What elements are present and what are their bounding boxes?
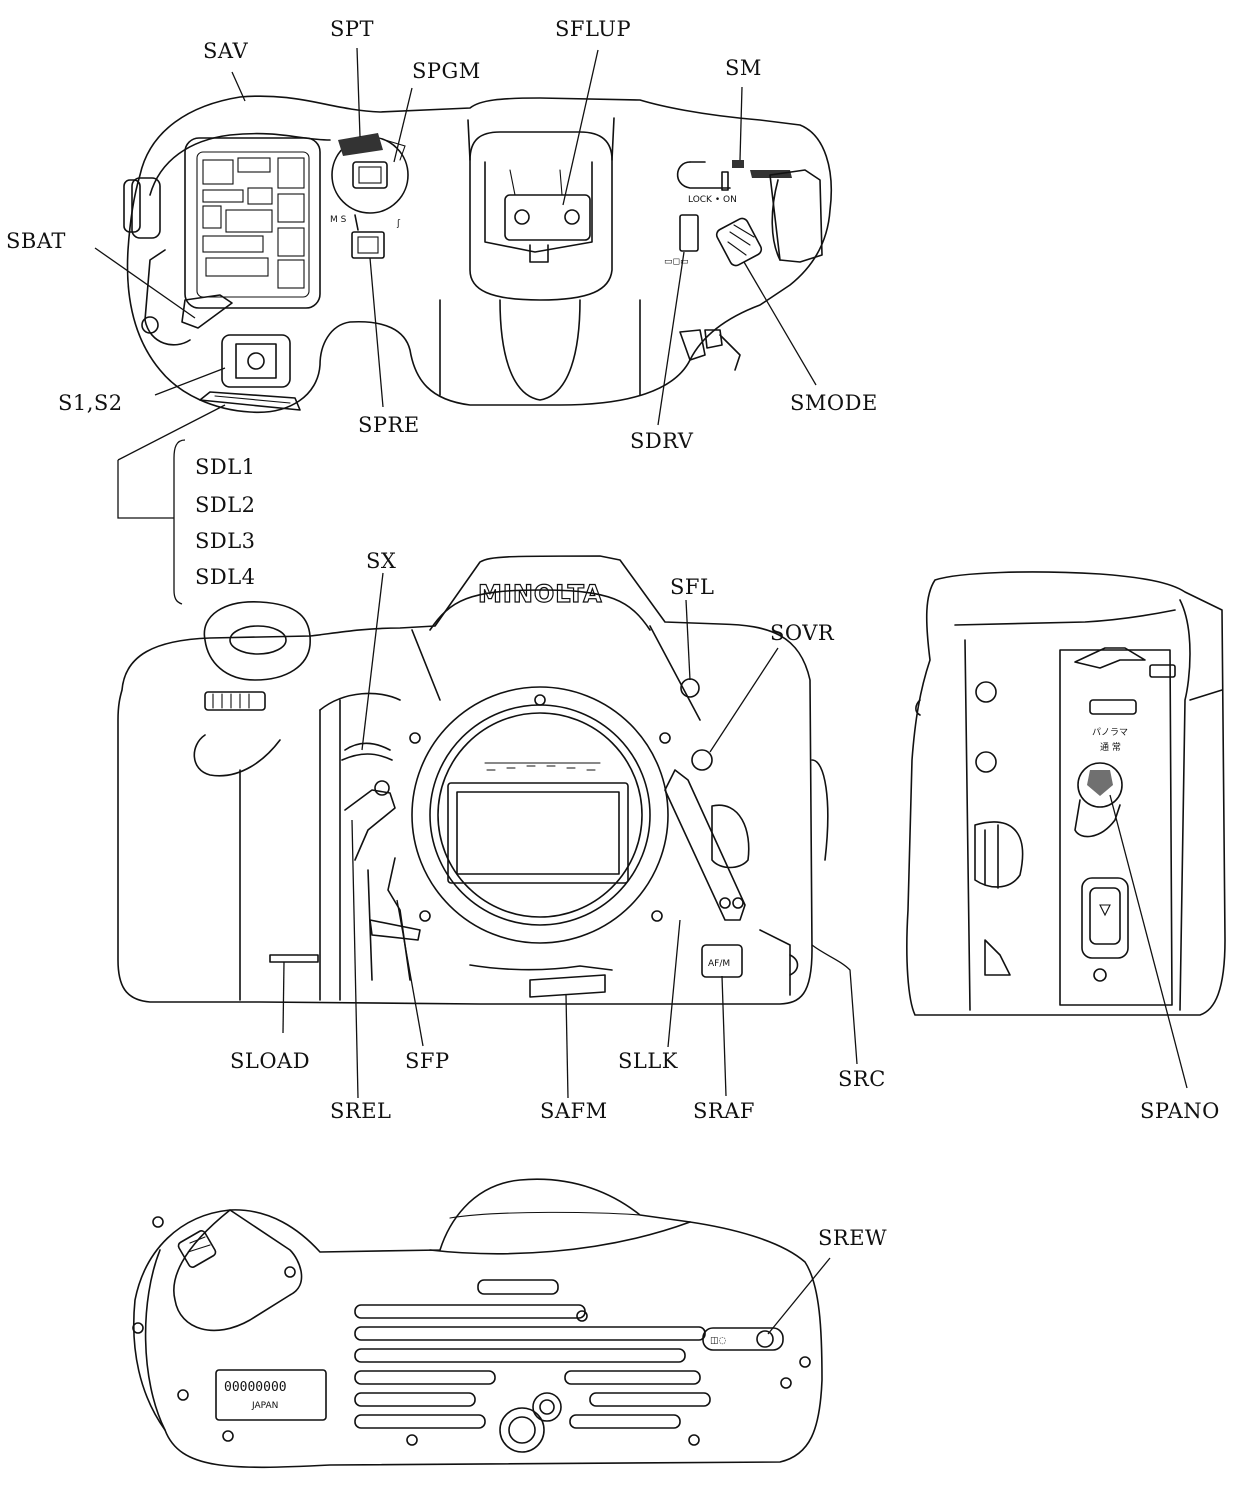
- panorama-switch: [1077, 762, 1123, 808]
- label-s1-s2: S1,S2: [58, 391, 123, 415]
- load-indicator: [269, 954, 319, 963]
- lock-switch: LOCK • ON: [676, 160, 792, 205]
- drive-switch: [679, 214, 699, 252]
- grip-display: [204, 691, 266, 711]
- brand-logo: MINOLTA: [478, 580, 603, 608]
- shutter-button: [221, 334, 291, 388]
- label-srel: SREL: [330, 1099, 391, 1123]
- mode-letters: M S: [330, 215, 347, 225]
- label-sovr: SOVR: [770, 621, 835, 645]
- bottom-view-leader: [767, 1257, 831, 1335]
- label-spgm: SPGM: [412, 59, 481, 83]
- label-sx: SX: [366, 549, 396, 573]
- preview-button: [351, 231, 385, 259]
- pano-label: パノラマ: [1092, 727, 1128, 738]
- camera-front-view: MINOLTA AF/M: [117, 555, 829, 1005]
- front-view-leaders: [282, 572, 858, 1099]
- label-sload: SLOAD: [230, 1049, 310, 1073]
- label-safm: SAFM: [540, 1099, 608, 1123]
- side-view-leader: [1109, 794, 1188, 1089]
- camera-side-view: パノラマ 通 常: [906, 571, 1226, 1016]
- af-mode-lever: [529, 974, 606, 998]
- rewind-switch: ◫◌: [702, 1327, 784, 1351]
- label-sfl: SFL: [670, 575, 714, 599]
- top-view-labels: SAV SPT SPGM SFLUP SM SBAT S1,S2 SPRE SD…: [6, 17, 878, 453]
- label-sdrv: SDRV: [630, 429, 694, 453]
- mode-icon: ʃ: [396, 219, 401, 229]
- serial-plate: 00000000 JAPAN: [215, 1369, 327, 1421]
- front-view-labels: SX SFL SOVR SLOAD SFP SLLK SRC SREL SAFM…: [230, 549, 886, 1123]
- country-marking: JAPAN: [251, 1401, 278, 1411]
- drive-icons: ▭◻▭: [664, 257, 688, 267]
- mode-button: [715, 217, 763, 267]
- lock-marking: LOCK • ON: [688, 195, 737, 205]
- mode-dial: [331, 133, 409, 231]
- label-sflup: SFLUP: [555, 17, 631, 41]
- label-srew: SREW: [818, 1226, 887, 1250]
- serial-number: 00000000: [224, 1380, 287, 1395]
- label-sm: SM: [725, 56, 762, 80]
- label-sllk: SLLK: [618, 1049, 678, 1073]
- label-spt: SPT: [330, 17, 374, 41]
- battery-lever: [141, 294, 233, 346]
- label-src: SRC: [838, 1067, 886, 1091]
- label-sfp: SFP: [405, 1049, 450, 1073]
- sdl-bracket: [117, 439, 186, 605]
- label-spre: SPRE: [358, 413, 420, 437]
- flash-popup: [439, 117, 641, 401]
- camera-bottom-view: 00000000 JAPAN ◫◌: [132, 1178, 823, 1469]
- label-sdl4: SDL4: [195, 565, 256, 589]
- tripod-socket: [499, 1392, 562, 1453]
- af-button-label: AF/M: [708, 959, 730, 969]
- lcd-segments: [202, 157, 305, 289]
- label-smode: SMODE: [790, 391, 878, 415]
- label-sav: SAV: [203, 39, 249, 63]
- label-sdl3: SDL3: [195, 529, 256, 553]
- rewind-icon: ◫◌: [710, 1336, 727, 1346]
- label-spano: SPANO: [1140, 1099, 1220, 1123]
- label-sdl1: SDL1: [195, 455, 256, 479]
- bottom-vents: [354, 1279, 711, 1429]
- camera-top-view: M S ʃ LOCK • ON ▭◻▭: [123, 95, 833, 414]
- top-view-leaders: [94, 47, 817, 461]
- label-sraf: SRAF: [693, 1099, 755, 1123]
- label-sbat: SBAT: [6, 229, 66, 253]
- label-sdl2: SDL2: [195, 493, 256, 517]
- sdl-labels: SDL1 SDL2 SDL3 SDL4: [195, 455, 256, 589]
- override-button: [691, 749, 713, 771]
- pano-sub-label: 通 常: [1100, 741, 1121, 753]
